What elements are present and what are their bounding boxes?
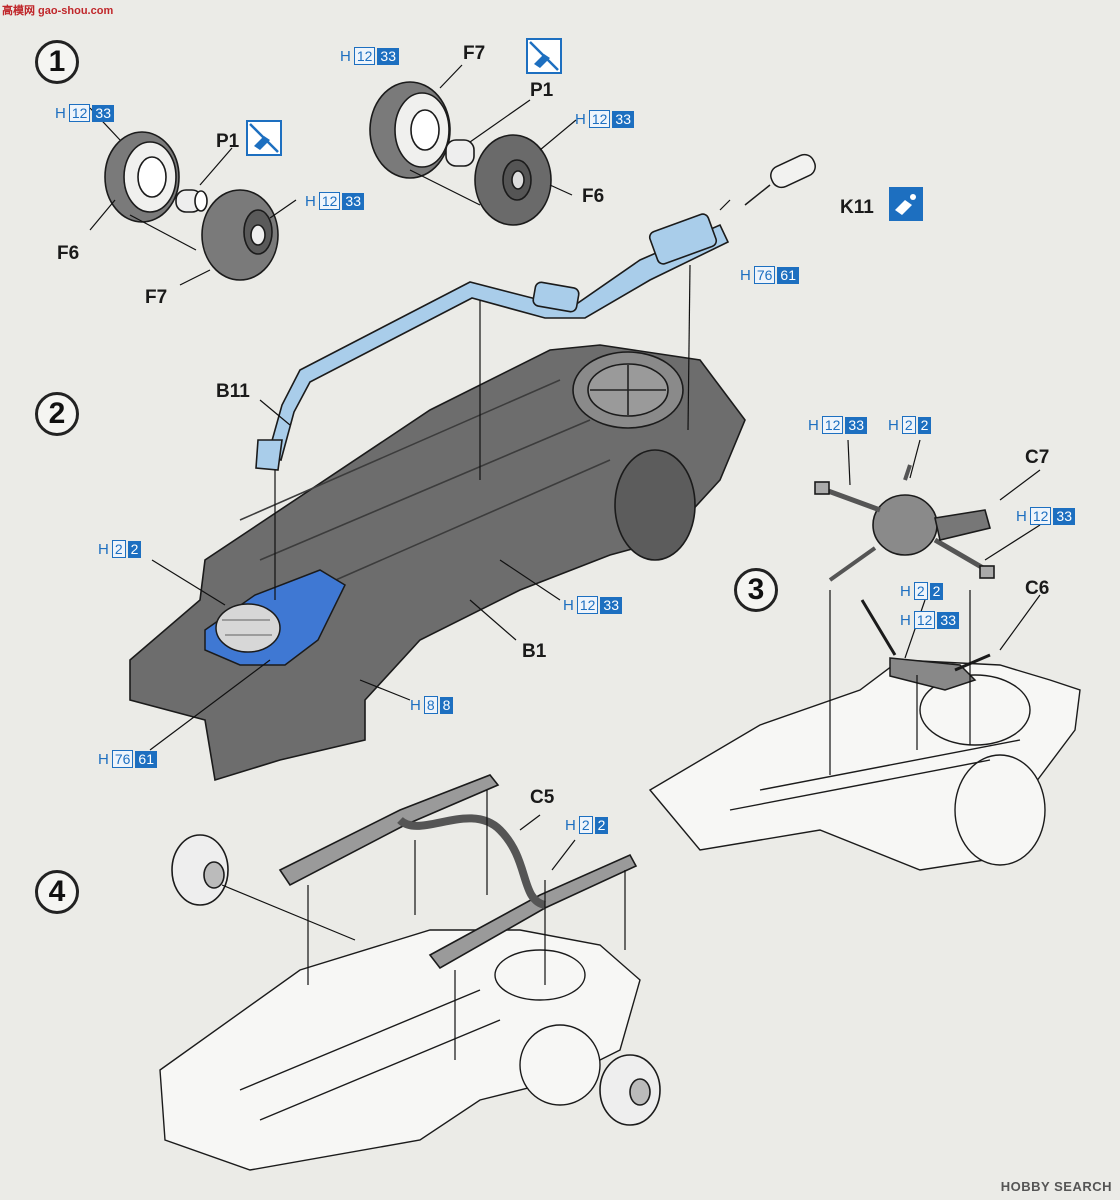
rear-floor-outline — [648, 659, 1081, 871]
watermark-bottom: HOBBY SEARCH — [1000, 1179, 1112, 1194]
step2-leader-lines — [149, 199, 731, 751]
part-label-c7: C7 — [1025, 447, 1050, 468]
exhaust-pipe — [255, 213, 730, 471]
part-label-c5: C5 — [530, 787, 555, 808]
rear-floor-step4 — [159, 929, 641, 1171]
step3-leader-lines — [829, 439, 1041, 775]
link-c6 — [860, 599, 991, 691]
wheel-right-assembly — [369, 81, 552, 226]
leaf-spring-c5 — [171, 774, 661, 1126]
muffler-tip-k11 — [744, 153, 816, 206]
step4-leader-lines — [221, 790, 626, 1060]
chassis-floor-b1 — [129, 344, 746, 782]
part-label-p1-right: P1 — [530, 80, 554, 101]
part-label-c6: C6 — [1025, 578, 1050, 599]
step1-leader-lines — [89, 64, 577, 286]
glue-icon — [889, 187, 923, 221]
step-number-4: 4 — [35, 870, 79, 914]
part-label-b1: B1 — [522, 641, 547, 662]
part-label-f6-left: F6 — [57, 243, 80, 264]
part-label-f7-right: F7 — [463, 43, 486, 64]
part-label-p1-left: P1 — [216, 131, 240, 152]
part-label-f6-right: F6 — [582, 186, 605, 207]
part-label-k11: K11 — [840, 197, 874, 218]
step-number-3: 3 — [734, 568, 778, 612]
engine-block — [204, 569, 346, 666]
part-label-b11: B11 — [216, 381, 250, 402]
step-number-1: 1 — [35, 40, 79, 84]
wheel-left-assembly — [104, 131, 279, 281]
watermark-top: 高模网 gao-shou.com — [2, 5, 114, 17]
axle-c7 — [814, 464, 995, 582]
no-glue-icon — [526, 38, 562, 74]
part-label-f7-left: F7 — [145, 287, 168, 308]
no-glue-icon — [246, 120, 282, 156]
step-number-2: 2 — [35, 392, 79, 436]
